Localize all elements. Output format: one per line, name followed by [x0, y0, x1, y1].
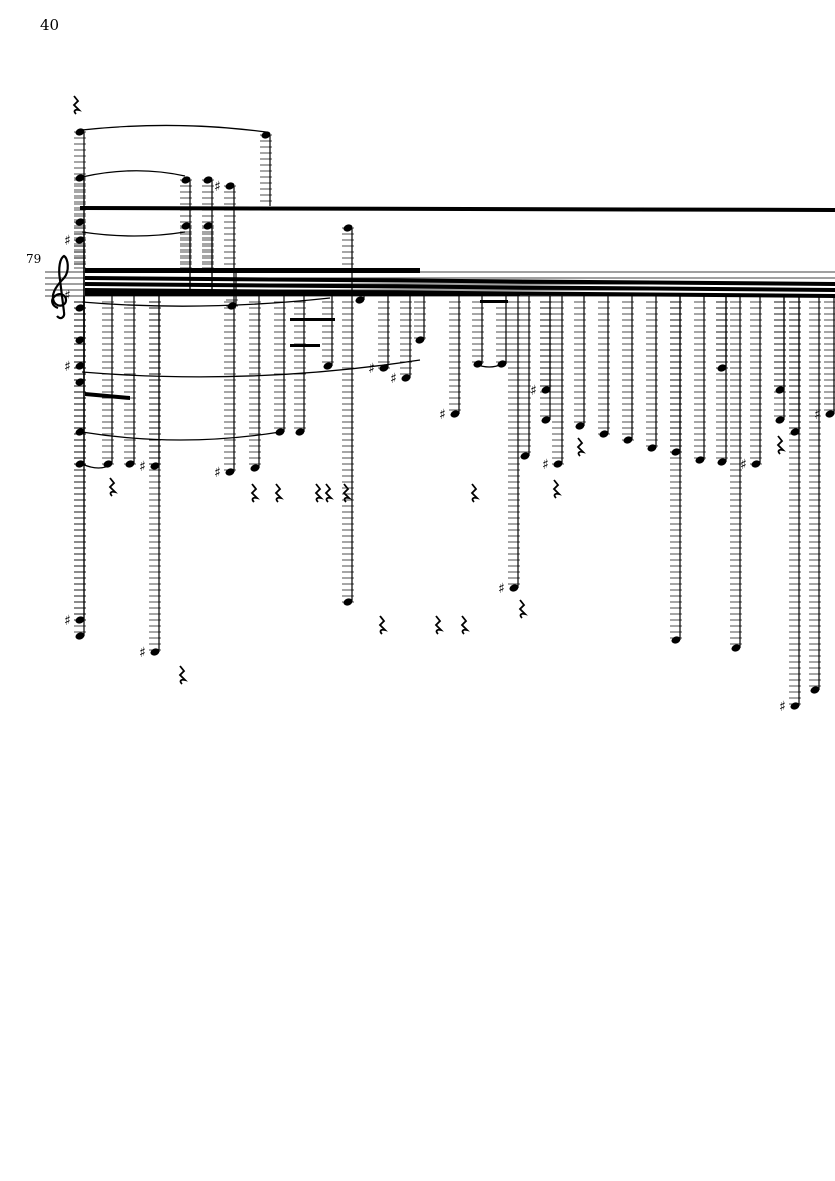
- sharp-icon: ♯: [498, 581, 505, 597]
- sharp-icon: ♯: [740, 457, 747, 473]
- notehead: [125, 460, 135, 468]
- notehead: [261, 131, 271, 139]
- quarter-rest-icon: [576, 437, 586, 457]
- sharp-icon: ♯: [439, 407, 446, 423]
- notehead: [825, 410, 835, 418]
- notehead: [775, 416, 785, 424]
- notehead: [75, 236, 85, 244]
- notehead: [75, 128, 85, 136]
- sharp-icon: ♯: [64, 359, 71, 375]
- notehead: [295, 428, 305, 436]
- quarter-rest-icon: [72, 95, 82, 115]
- notehead: [250, 464, 260, 472]
- notehead: [790, 702, 800, 710]
- quarter-rest-icon: [108, 477, 118, 497]
- notehead: [75, 174, 85, 182]
- notehead: [599, 430, 609, 438]
- notehead: [473, 360, 483, 368]
- notehead: [379, 364, 389, 372]
- notehead: [203, 176, 213, 184]
- quarter-rest-icon: [460, 615, 470, 635]
- notehead: [541, 416, 551, 424]
- sharp-icon: ♯: [139, 645, 146, 661]
- notehead: [731, 644, 741, 652]
- sharp-icon: ♯: [139, 459, 146, 475]
- sharp-icon: ♯: [214, 179, 221, 195]
- notehead: [450, 410, 460, 418]
- sharp-icon: ♯: [64, 288, 71, 304]
- notehead: [225, 468, 235, 476]
- quarter-rest-icon: [518, 599, 528, 619]
- notehead: [520, 452, 530, 460]
- notehead: [401, 374, 411, 382]
- quarter-rest-icon: [250, 483, 260, 503]
- notehead: [355, 296, 365, 304]
- quarter-rest-icon: [342, 483, 352, 503]
- measure-number: 79: [26, 252, 42, 266]
- notehead: [181, 176, 191, 184]
- notehead: [343, 598, 353, 606]
- notehead: [103, 460, 113, 468]
- notehead: [509, 584, 519, 592]
- notehead: [225, 182, 235, 190]
- beams-upper: [80, 206, 835, 400]
- quarter-rest-icon: [378, 615, 388, 635]
- sharp-icon: ♯: [64, 233, 71, 249]
- rest-layer: [72, 95, 786, 685]
- notehead: [623, 436, 633, 444]
- notehead: [181, 222, 191, 230]
- notehead: [323, 362, 333, 370]
- notehead: [150, 648, 160, 656]
- sharp-icon: ♯: [214, 465, 221, 481]
- quarter-rest-icon: [434, 615, 444, 635]
- quarter-rest-icon: [552, 479, 562, 499]
- sharp-icon: ♯: [64, 613, 71, 629]
- quarter-rest-icon: [314, 483, 324, 503]
- quarter-rest-icon: [178, 665, 188, 685]
- notehead: [810, 686, 820, 694]
- notehead: [150, 462, 160, 470]
- notehead: [553, 460, 563, 468]
- page-number: 40: [40, 16, 60, 34]
- notehead: [343, 224, 353, 232]
- sharp-icon: ♯: [390, 371, 397, 387]
- notehead: [497, 360, 507, 368]
- notehead: [717, 458, 727, 466]
- notehead: [203, 222, 213, 230]
- sharp-icon: ♯: [530, 383, 537, 399]
- quarter-rest-icon: [470, 483, 480, 503]
- sharp-icon: ♯: [779, 699, 786, 715]
- notehead: [695, 456, 705, 464]
- notehead: [75, 218, 85, 226]
- notehead: [275, 428, 285, 436]
- notehead: [415, 336, 425, 344]
- quarter-rest-icon: [274, 483, 284, 503]
- notehead: [575, 422, 585, 430]
- notehead: [75, 632, 85, 640]
- note-layer: ♯ ♯ ♯ ♯ ♯ ♯ ♯ ♯ ♯ ♯ ♯ ♯ ♯ ♯ ♯ ♯: [64, 128, 835, 715]
- notehead: [671, 636, 681, 644]
- sharp-icon: ♯: [368, 361, 375, 377]
- quarter-rest-icon: [776, 435, 786, 455]
- notehead: [751, 460, 761, 468]
- sharp-icon: ♯: [814, 407, 821, 423]
- quarter-rest-icon: [324, 483, 334, 503]
- sharp-icon: ♯: [542, 457, 549, 473]
- notehead: [647, 444, 657, 452]
- treble-clef-icon: [51, 254, 69, 320]
